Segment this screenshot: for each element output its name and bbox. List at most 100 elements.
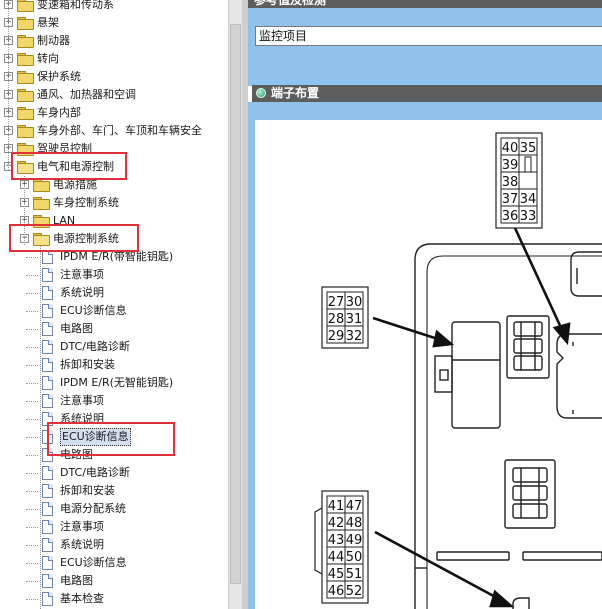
tree-item-label[interactable]: ECU诊断信息	[60, 556, 127, 569]
folder-icon	[17, 107, 34, 120]
tree-item-label[interactable]: 保护系统	[37, 70, 81, 83]
tree-item-label[interactable]: 车身内部	[37, 106, 81, 119]
tree-item-label[interactable]: 变速箱和传动系	[37, 0, 114, 11]
document-icon	[42, 286, 53, 300]
tree-item[interactable]: 注意事项	[0, 392, 228, 410]
folder-icon	[17, 0, 34, 12]
tree-item[interactable]: 电路图	[0, 572, 228, 590]
tree-item[interactable]: +悬架	[0, 14, 228, 32]
tree-item-label[interactable]: LAN	[53, 214, 76, 227]
tree-item-label[interactable]: IPDM E/R(带智能钥匙)	[60, 250, 174, 263]
tree-item-label[interactable]: ECU诊断信息	[60, 428, 131, 446]
tree-item[interactable]: 注意事项	[0, 518, 228, 536]
terminal-number: 48	[346, 516, 363, 531]
top-section-bar: 参考值及检测	[248, 0, 602, 8]
tree-item-label[interactable]: 电源控制系统	[53, 232, 119, 245]
tree-item[interactable]: 基本检查	[0, 590, 228, 608]
section-bullet-icon	[256, 88, 266, 98]
terminal-number: 30	[346, 295, 363, 310]
tree-connector-line	[26, 347, 38, 348]
document-icon	[42, 520, 53, 534]
tree-item-label[interactable]: 车身外部、车门、车顶和车辆安全	[37, 124, 202, 137]
tree-item-label[interactable]: 系统说明	[60, 538, 104, 551]
tree-item-label[interactable]: 电源措施	[53, 178, 97, 191]
terminal-number: 33	[520, 209, 537, 224]
terminal-number: 42	[328, 516, 345, 531]
tree-item[interactable]: DTC/电路诊断	[0, 338, 228, 356]
tree-item-label[interactable]: 系统说明	[60, 286, 104, 299]
tree-item[interactable]: 拆卸和安装	[0, 356, 228, 374]
document-icon	[42, 268, 53, 282]
tree-item-label[interactable]: 注意事项	[60, 394, 104, 407]
tree-item[interactable]: +变速箱和传动系	[0, 0, 228, 14]
terminal-number: 28	[328, 312, 345, 327]
tree-item-label[interactable]: 电气和电源控制	[37, 160, 114, 173]
document-icon	[42, 538, 53, 552]
tree-item[interactable]: +转向	[0, 50, 228, 68]
tree-item-label[interactable]: 驾驶员控制	[37, 142, 92, 155]
tree-guide-line	[24, 176, 25, 245]
tree-item-label[interactable]: 注意事项	[60, 520, 104, 533]
terminal-number: 27	[328, 295, 345, 310]
tree-item[interactable]: ECU诊断信息	[0, 302, 228, 320]
tree-item-label[interactable]: 通风、加热器和空调	[37, 88, 136, 101]
tree-item-label[interactable]: 基本检查	[60, 592, 104, 605]
tree-item-label[interactable]: 制动器	[37, 34, 70, 47]
tree-item-label[interactable]: DTC/电路诊断	[60, 340, 130, 353]
folder-icon	[17, 53, 34, 66]
tree-item[interactable]: 系统说明	[0, 536, 228, 554]
tree-connector-line	[26, 293, 38, 294]
scrollbar-thumb[interactable]	[230, 24, 241, 584]
tree-item-label[interactable]: 车身控制系统	[53, 196, 119, 209]
tree-item-label[interactable]: 拆卸和安装	[60, 484, 115, 497]
folder-icon	[33, 197, 50, 210]
terminal-layout-section-bar[interactable]: 端子布置	[252, 85, 602, 102]
tree-item[interactable]: ECU诊断信息	[0, 554, 228, 572]
tree-connector-line	[26, 473, 38, 474]
tree-item[interactable]: 拆卸和安装	[0, 482, 228, 500]
tree-item[interactable]: +车身外部、车门、车顶和车辆安全	[0, 122, 228, 140]
tree-scrollbar[interactable]	[228, 0, 242, 609]
document-icon	[42, 574, 53, 588]
tree-item[interactable]: 电源分配系统	[0, 500, 228, 518]
tree-item-label[interactable]: ECU诊断信息	[60, 304, 127, 317]
document-icon	[42, 592, 53, 606]
tree-item-label[interactable]: 拆卸和安装	[60, 358, 115, 371]
tree-item[interactable]: 电路图	[0, 320, 228, 338]
tree-connector-line	[26, 401, 38, 402]
tree-item[interactable]: +保护系统	[0, 68, 228, 86]
tree-connector-line	[26, 599, 38, 600]
tree-item[interactable]: +制动器	[0, 32, 228, 50]
monitor-item-field[interactable]: 监控项目	[255, 26, 602, 46]
tree-item-label[interactable]: 电路图	[60, 322, 93, 335]
tree-item-label[interactable]: DTC/电路诊断	[60, 466, 130, 479]
tree-item[interactable]: +车身控制系统	[0, 194, 228, 212]
folder-icon	[17, 143, 34, 156]
tree-item[interactable]: IPDM E/R(无智能钥匙)	[0, 374, 228, 392]
tree-item-label[interactable]: 注意事项	[60, 268, 104, 281]
document-icon	[42, 394, 53, 408]
tree-item-label[interactable]: IPDM E/R(无智能钥匙)	[60, 376, 174, 389]
tree-item-label[interactable]: 电源分配系统	[60, 502, 126, 515]
terminal-number: 40	[502, 141, 519, 156]
tree-item-label[interactable]: 电路图	[60, 574, 93, 587]
tree-item[interactable]: DTC/电路诊断	[0, 464, 228, 482]
document-icon	[42, 466, 53, 480]
highlight-box	[47, 422, 175, 456]
tree-item[interactable]: 系统说明	[0, 284, 228, 302]
document-icon	[42, 484, 53, 498]
pane-splitter[interactable]	[242, 0, 248, 609]
tree-item[interactable]: +车身内部	[0, 104, 228, 122]
folder-icon	[17, 125, 34, 138]
tree-guide-line	[40, 246, 41, 609]
tree-item-label[interactable]: 转向	[37, 52, 59, 65]
folder-icon	[33, 179, 50, 192]
tree-item[interactable]: 注意事项	[0, 266, 228, 284]
tree-item-label[interactable]: 系统说明	[60, 412, 104, 425]
tree-item-label[interactable]: 悬架	[37, 16, 59, 29]
tree-item[interactable]: +通风、加热器和空调	[0, 86, 228, 104]
diagram-frame-top	[248, 102, 602, 120]
navigation-tree: +变速箱和传动系+悬架+制动器+转向+保护系统+通风、加热器和空调+车身内部+车…	[0, 0, 228, 609]
terminal-number: 34	[520, 192, 537, 207]
